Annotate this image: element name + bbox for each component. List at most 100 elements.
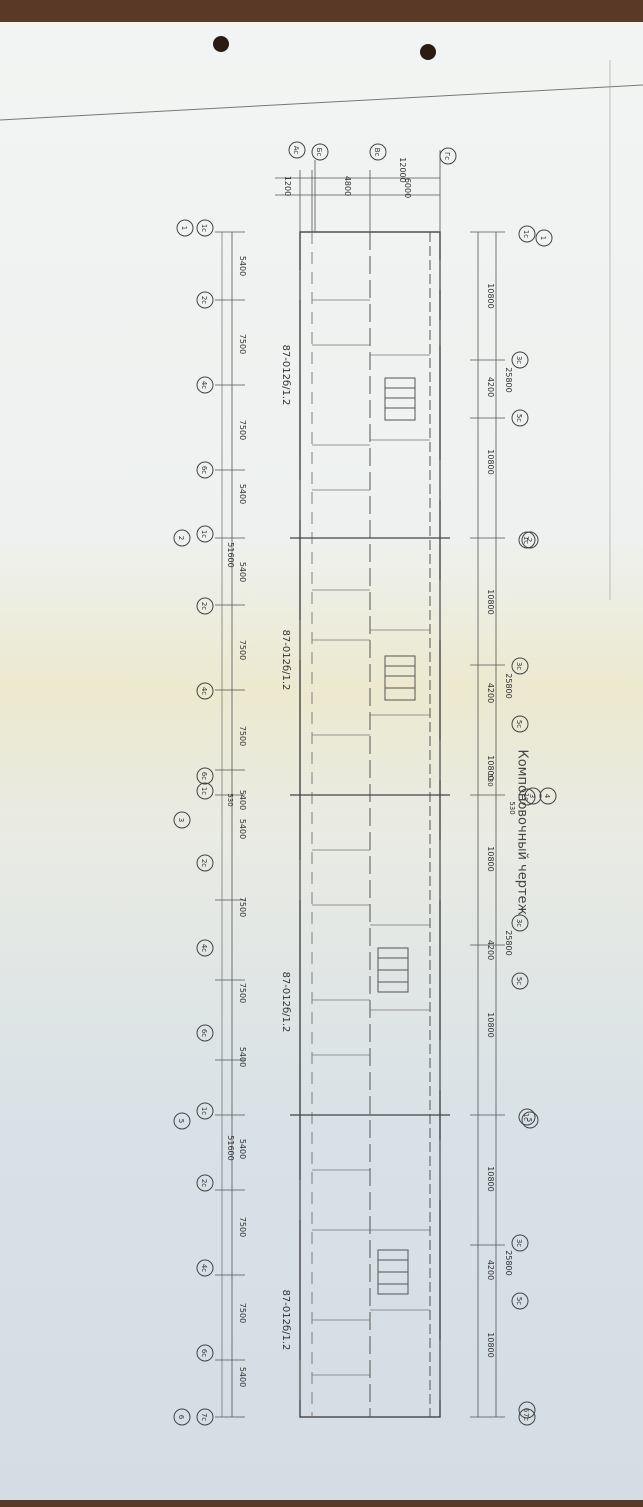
axis-label-bottom-circle — [196, 1174, 214, 1192]
axis-label-bottom-circle — [196, 1024, 214, 1042]
dim-bottom: 5400 — [238, 819, 247, 839]
dim-bottom: 7500 — [238, 726, 247, 746]
axis-label-top: 7с — [522, 1413, 530, 1421]
dim-left: 4800 — [343, 176, 352, 196]
dim-top: 4200 — [486, 940, 495, 960]
axis-label-bottom: 4с — [200, 944, 208, 952]
dim-bottom: 5400 — [238, 1047, 247, 1067]
axis-label-top: 1с — [522, 793, 530, 801]
section-code: 87-012б/1.2 — [280, 972, 291, 1033]
column-axis-circle — [369, 143, 387, 161]
section-number-circle — [518, 1401, 536, 1419]
dim-bottom: 7500 — [238, 334, 247, 354]
dim-top: 4200 — [486, 377, 495, 397]
axis-label-bottom: 2с — [200, 859, 208, 867]
axis-label-bottom-circle — [196, 597, 214, 615]
axis-label-top-circle — [511, 1292, 529, 1310]
axis-label-bottom-circle — [196, 682, 214, 700]
dim-total: 51600 — [226, 542, 235, 567]
section-number: 6 — [522, 1408, 530, 1413]
axis-label-bottom: 6с — [200, 1349, 208, 1357]
dim-left: 12000 — [398, 157, 407, 182]
axis-label-bottom: 2с — [200, 1179, 208, 1187]
drawing-title-wrap: Компоновочный чертеж — [515, 750, 612, 916]
column-axis-circle — [288, 141, 306, 159]
axis-label-bottom-circle — [196, 1408, 214, 1426]
axis-label-bottom-circle — [196, 291, 214, 309]
axis-label-top: 5с — [515, 720, 523, 728]
dim-bottom: 5400 — [238, 562, 247, 582]
axis-label-bottom-circle — [196, 525, 214, 543]
dim-top: 10800 — [486, 1012, 495, 1037]
axis-label-top: 3с — [515, 662, 523, 670]
section-code: 87-012б/1.2 — [280, 345, 291, 406]
section-number: 1 — [180, 226, 188, 230]
dim-top: 10800 — [486, 1166, 495, 1191]
section-number: 2 — [525, 538, 533, 542]
axis-label-bottom: 2с — [200, 296, 208, 304]
column-axis-circle — [439, 147, 457, 165]
axis-label-top: 5с — [515, 1297, 523, 1305]
dim-left: 6000 — [403, 178, 412, 198]
axis-label-bottom: 2с — [200, 602, 208, 610]
section-number: 4 — [543, 794, 551, 799]
section-code: 87-012б/1.2 — [280, 630, 291, 691]
column-axis-circle — [311, 143, 329, 161]
dim-top: 10800 — [486, 589, 495, 614]
axis-label-bottom: 1с — [200, 787, 208, 795]
axis-label-bottom: 4с — [200, 1264, 208, 1272]
dim-top-small: 530 — [508, 801, 516, 814]
punch-hole — [420, 44, 436, 60]
dim-bottom: 5400 — [238, 790, 247, 810]
axis-label-top-circle — [518, 1108, 536, 1126]
punch-hole — [213, 36, 229, 52]
axis-label-bottom: 1с — [200, 224, 208, 232]
axis-label-bottom: 4с — [200, 381, 208, 389]
section-number-circle — [173, 1112, 191, 1130]
dim-bottom: 7500 — [238, 640, 247, 660]
axis-label-top: 5с — [515, 977, 523, 985]
section-number: 5 — [525, 1118, 533, 1122]
axis-label-bottom-circle — [196, 854, 214, 872]
dim-bottom: 7500 — [238, 983, 247, 1003]
dim-top: 10800 — [486, 755, 495, 780]
axis-label-bottom: 6с — [200, 466, 208, 474]
axis-label-top-circle — [511, 972, 529, 990]
dim-bottom: 5400 — [238, 484, 247, 504]
section-number-circle — [173, 811, 191, 829]
axis-label-top: 1с — [522, 230, 530, 238]
axis-label-top-circle — [511, 409, 529, 427]
axis-label-top-circle — [511, 1234, 529, 1252]
dim-top: 10800 — [486, 1332, 495, 1357]
axis-label-bottom: 6с — [200, 772, 208, 780]
axis-label-bottom: 1с — [200, 530, 208, 538]
axis-label-top: 3с — [515, 919, 523, 927]
section-number-circle — [173, 529, 191, 547]
axis-label-top-circle — [518, 788, 536, 806]
section-number-circle — [176, 219, 194, 237]
dim-bottom: 7500 — [238, 897, 247, 917]
dim-bottom: 5400 — [238, 1139, 247, 1159]
section-number-circle — [173, 1408, 191, 1426]
axis-label-bottom-circle — [196, 1102, 214, 1120]
dim-total: 51600 — [226, 1135, 235, 1160]
section-code: 87-012б/1.2 — [280, 1290, 291, 1351]
dim-top: 4200 — [486, 1260, 495, 1280]
dim-top: 10800 — [486, 283, 495, 308]
axis-label-bottom-circle — [196, 782, 214, 800]
axis-label-bottom: 4с — [200, 687, 208, 695]
dim-top: 25800 — [504, 367, 513, 392]
drawing-title: Компоновочный чертеж — [514, 749, 530, 916]
axis-label-bottom-circle — [196, 1259, 214, 1277]
axis-label-top-circle — [518, 225, 536, 243]
dim-bottom: 5400 — [238, 1367, 247, 1387]
dim-top: 10800 — [486, 846, 495, 871]
section-number: 3 — [528, 794, 536, 798]
section-number-circle — [539, 787, 557, 805]
column-axis: Вc — [373, 148, 381, 157]
column-axis: Ac — [292, 146, 300, 155]
section-number: 2 — [177, 536, 185, 540]
axis-label-top-circle — [511, 715, 529, 733]
axis-label-bottom-circle — [196, 376, 214, 394]
